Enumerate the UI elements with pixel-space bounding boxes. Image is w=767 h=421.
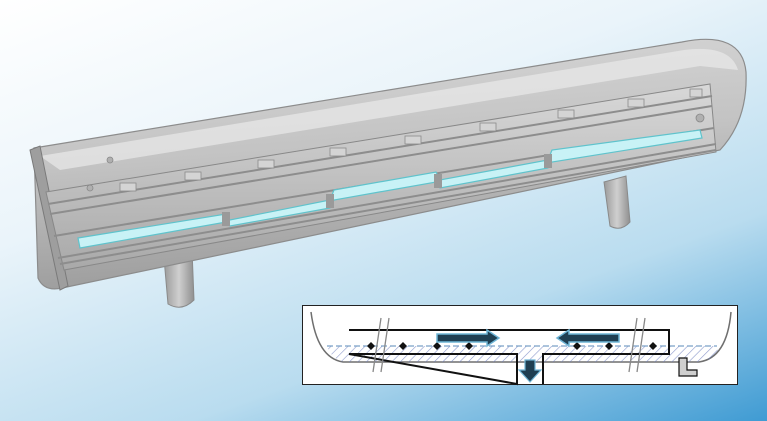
schematic-tray xyxy=(348,329,670,386)
outlet-nozzle-icon xyxy=(678,357,698,377)
inset-schematic xyxy=(302,305,738,386)
schematic-svg xyxy=(310,311,732,386)
rail-tabs xyxy=(119,88,703,192)
nozzles xyxy=(86,113,705,192)
shell-highlight xyxy=(40,48,738,170)
break-marks xyxy=(372,317,646,373)
baffles xyxy=(222,154,552,226)
support-leg-right xyxy=(603,175,631,229)
flow-arrow-left-icon xyxy=(555,328,620,348)
schematic-liquid xyxy=(327,346,718,362)
flow-arrow-right-icon xyxy=(436,328,501,348)
distributor-points xyxy=(367,342,657,350)
flow-arrow-down-icon xyxy=(517,359,543,383)
vessel-flange xyxy=(29,145,69,291)
